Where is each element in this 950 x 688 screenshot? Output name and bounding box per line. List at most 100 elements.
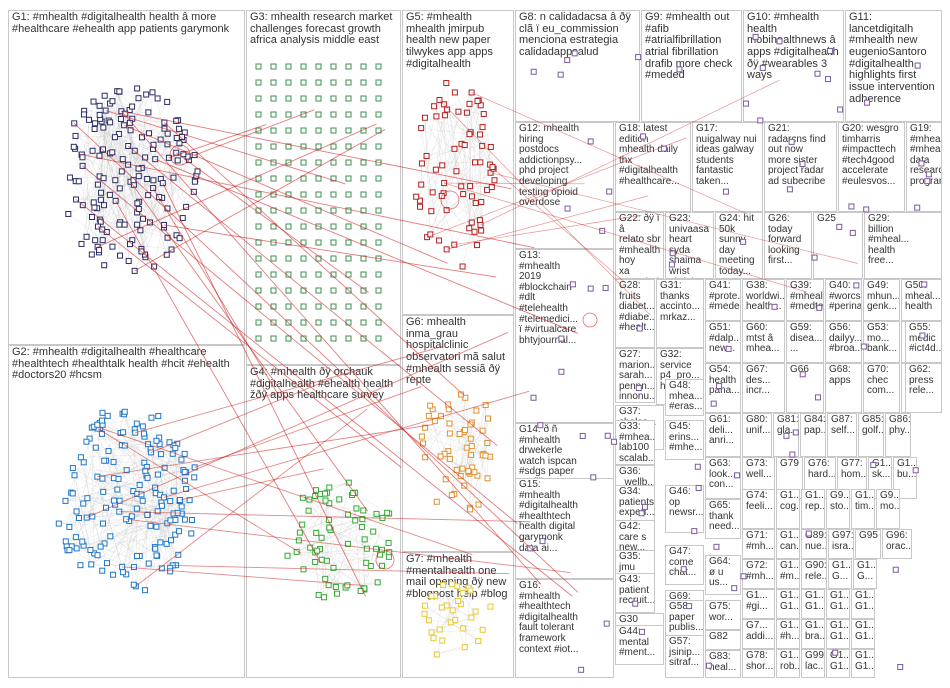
group-box-g9b: G9... mo... — [876, 489, 900, 529]
group-label: G80: unif... — [746, 414, 771, 436]
group-box-g4: G4: #mhealth ðÿ orchauk #digitalhealth #… — [246, 365, 401, 678]
group-box-g50: G50: mheal... health — [901, 279, 942, 321]
group-box-g67: G67: des... incr... — [742, 363, 785, 413]
group-box-g1: G1: #mhealth #digitalhealth health â mor… — [8, 10, 245, 345]
group-box-g74: G74: feeli... — [742, 489, 775, 529]
group-box-g13: G13: #mhealth 2019 #blockchain #dlt #tel… — [515, 249, 614, 423]
group-label: G71: #mh... — [746, 530, 774, 552]
group-box-g1e: G1... #m... — [776, 559, 800, 589]
group-label: G40: #worcs... #perina... — [829, 280, 862, 313]
group-box-g57: G57: jsinip... sitraf... — [665, 635, 704, 678]
group-label: G51: #dalp... new... — [709, 322, 741, 355]
group-box-g22: G22: ðÿ ï â relato sbr #mhealth hoy xa c… — [615, 212, 664, 279]
group-box-g9a: G9... sto... — [826, 489, 850, 529]
group-label: G5: #mhealth mhealth jmirpub health new … — [406, 11, 493, 70]
group-label: G68: apps — [829, 364, 851, 386]
group-box-g51: G51: #dalp... new... — [705, 321, 741, 363]
group-box-g65: G65: thank need... — [705, 499, 741, 539]
group-box-g66: G66 — [786, 363, 824, 413]
group-box-g1g: G1... G... — [853, 559, 877, 589]
group-box-g1p: G1... G1... — [851, 619, 875, 649]
group-box-g85: G85: golf... — [858, 413, 884, 457]
group-box-g1a: G1... cog... — [776, 489, 800, 529]
group-box-g62: G62: press rele... — [905, 363, 942, 413]
group-label: G23: univaasa heart syda shaima wrist ab… — [669, 213, 713, 278]
group-label: G38: worldwi... health... — [746, 280, 785, 313]
group-box-g53: G53: mo... bank... — [863, 321, 900, 363]
group-label: G42: care s new... — [619, 521, 647, 554]
group-box-g43: G43: patient recruit... — [615, 573, 655, 613]
group-label: G1... rep... — [805, 490, 825, 512]
group-box-g90: G90: rele... — [801, 559, 827, 589]
group-box-g1o: G1... G1... — [826, 619, 850, 649]
group-label: G20: wesgro timharris #impacttech #tech4… — [842, 123, 899, 187]
group-label: G4: #mhealth ðÿ orchauk #digitalhealth #… — [250, 366, 394, 402]
group-label: G86: phy... — [889, 414, 911, 436]
group-box-g48: G48: mhea... #eras... — [665, 379, 704, 416]
group-label: G56: dailyy... #broa... — [829, 322, 862, 355]
misc-node — [897, 663, 904, 670]
group-label: G26: today forward looking first... — [768, 213, 802, 267]
group-label: G47: come chat... — [669, 546, 697, 579]
group-label: G50: mheal... health — [905, 280, 941, 313]
group-label: G75: wor... — [709, 601, 733, 623]
group-box-g58: G58: paper publis... — [665, 600, 704, 640]
group-box-g1h: G1... #gi... — [742, 589, 775, 619]
group-box-g44: G44: mental #ment... — [615, 625, 664, 665]
group-box-g21: G21: radarcns find out now more sister p… — [764, 122, 837, 212]
misc-node — [694, 463, 701, 470]
group-box-g59: G59: disea... ... — [786, 321, 824, 363]
group-label: G1... bu... — [897, 458, 917, 480]
group-label: G72: #mh... — [746, 560, 774, 582]
group-box-g45: G45: erins... #mhe... — [665, 420, 704, 460]
group-box-g89: G89: nue... — [801, 529, 827, 559]
group-label: G74: feeli... — [746, 490, 773, 512]
group-label: G16: #mhealth #healthtech #digitalhealth… — [519, 580, 579, 655]
group-label: G8: n calidadacsa â ðÿ clã ï eu_commissi… — [519, 11, 631, 58]
group-box-g96: G96: orac... — [882, 529, 912, 559]
group-box-g6: G6: mhealth inma_grau hospitalclinic obs… — [402, 315, 514, 552]
group-box-g1i: G1... G1... — [776, 589, 800, 619]
group-label: G61: deli... anri... — [709, 414, 735, 447]
group-label: G1... G1... — [830, 650, 850, 672]
group-box-g24: G24: hit 50k sunny day meeting today... — [715, 212, 763, 279]
group-box-g1m: G1... #h... — [776, 619, 800, 649]
group-label: G97: isra... — [832, 530, 854, 552]
misc-node — [892, 566, 899, 573]
group-box-g68: G68: apps — [825, 363, 862, 413]
group-label: G1... G1... — [855, 620, 875, 642]
group-label: G78: shor... — [746, 650, 774, 672]
group-box-g99: G99: lac... — [801, 649, 825, 678]
group-box-g60: G60: mtst â mhea... — [742, 321, 785, 363]
group-label: G9... sto... — [830, 490, 850, 512]
group-label: G10: #mhealth health mobihealthnews â ap… — [747, 11, 839, 82]
group-label: G9... mo... — [880, 490, 900, 512]
group-label: G62: press rele... — [909, 364, 935, 397]
group-label: G39: #mheal... #medte... — [790, 280, 824, 313]
group-box-g47: G47: come chat... — [665, 545, 704, 585]
group-box-g40: G40: #worcs... #perina... — [825, 279, 862, 321]
group-label: G1... G1... — [855, 590, 875, 612]
group-label: G63: look... con... — [709, 458, 736, 491]
group-box-g1r: G1... G1... — [826, 649, 850, 678]
group-label: G11: lancetdigitalh #mhealth new eugenio… — [849, 11, 935, 105]
group-box-g23: G23: univaasa heart syda shaima wrist ab… — [665, 212, 714, 279]
group-label: G58: paper publis... — [669, 601, 704, 634]
group-label: G28: fruits diabet... #diabe... #healt..… — [619, 280, 655, 334]
group-label: G1: #mhealth #digitalhealth health â mor… — [12, 11, 230, 35]
group-label: G1... bra... — [805, 620, 825, 642]
group-box-g39: G39: #mheal... #medte... — [786, 279, 824, 321]
group-label: G60: mtst â mhea... — [746, 322, 780, 355]
group-label: G1... G1... — [780, 590, 800, 612]
group-label: G99: lac... — [805, 650, 825, 672]
group-box-g1j: G1... G1... — [801, 589, 825, 619]
group-box-g1n: G1... bra... — [801, 619, 825, 649]
group-box-g10: G10: #mhealth health mobihealthnews â ap… — [743, 10, 844, 122]
group-label: G49: mhun... genk... — [867, 280, 900, 313]
group-label: G41: #prote... #mede... — [709, 280, 741, 313]
group-label: G1... G1... — [855, 650, 875, 672]
group-box-g55: G55: medic #ict4d... — [905, 321, 942, 363]
group-label: G1... G... — [832, 560, 852, 582]
group-box-g86: G86: phy... — [885, 413, 911, 457]
group-label: G55: medic #ict4d... — [909, 322, 942, 355]
